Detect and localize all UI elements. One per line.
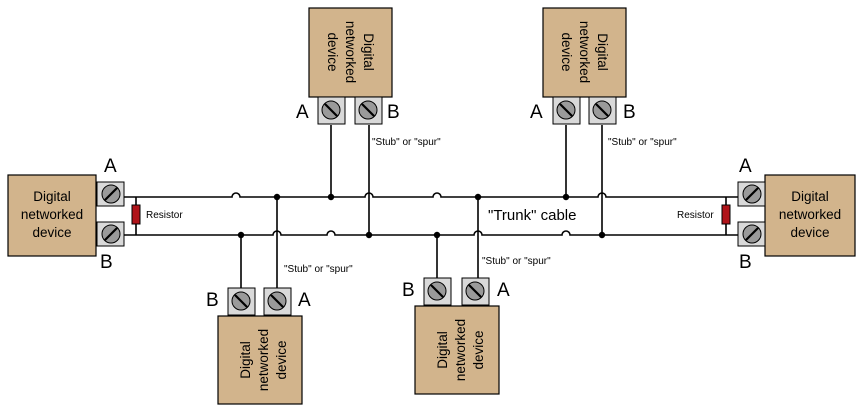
terminal-a-label: A bbox=[739, 156, 752, 177]
terminal-b-label: B bbox=[387, 102, 400, 123]
terminal-a bbox=[263, 287, 292, 316]
resistor-label: Resistor bbox=[677, 210, 714, 221]
svg-text:networked: networked bbox=[453, 319, 468, 381]
svg-text:Digital: Digital bbox=[595, 33, 610, 71]
terminal-b-label: B bbox=[206, 290, 219, 311]
svg-text:device: device bbox=[32, 225, 71, 240]
terminal-a-label: A bbox=[298, 290, 311, 311]
svg-text:networked: networked bbox=[21, 207, 83, 222]
svg-text:device: device bbox=[471, 330, 486, 369]
svg-text:Digital: Digital bbox=[33, 189, 71, 204]
svg-text:device: device bbox=[325, 32, 340, 71]
stub-label: "Stub" or "spur" bbox=[372, 137, 441, 148]
trunk-conductor-a bbox=[124, 192, 739, 198]
terminal-b-label: B bbox=[402, 280, 415, 301]
svg-text:networked: networked bbox=[343, 21, 358, 83]
svg-text:device: device bbox=[790, 225, 829, 240]
resistor-label: Resistor bbox=[146, 210, 183, 221]
stub-label: "Stub" or "spur" bbox=[608, 137, 677, 148]
resistor-icon bbox=[721, 204, 731, 225]
stub-label: "Stub" or "spur" bbox=[284, 264, 353, 275]
terminal-b bbox=[354, 96, 383, 125]
resistor-icon bbox=[131, 204, 141, 225]
svg-text:Digital: Digital bbox=[791, 189, 829, 204]
right-resistor: Resistor bbox=[677, 197, 731, 235]
device-top-left: Digital networked device A B "Stub" or "… bbox=[296, 7, 441, 148]
terminal-a bbox=[461, 277, 490, 306]
svg-text:networked: networked bbox=[577, 21, 592, 83]
terminal-b bbox=[737, 221, 766, 247]
terminal-b-label: B bbox=[739, 252, 752, 273]
terminal-a-label: A bbox=[104, 156, 117, 177]
terminal-a bbox=[552, 96, 581, 125]
terminal-a-label: A bbox=[497, 280, 510, 301]
stub-label: "Stub" or "spur" bbox=[482, 256, 551, 267]
terminal-b-label: B bbox=[623, 102, 636, 123]
svg-text:Digital: Digital bbox=[435, 331, 450, 369]
svg-text:device: device bbox=[274, 340, 289, 379]
svg-text:Digital: Digital bbox=[238, 341, 253, 379]
svg-text:Digital: Digital bbox=[361, 33, 376, 71]
terminal-b bbox=[423, 277, 452, 306]
terminal-b bbox=[96, 221, 125, 247]
trunk-conductor-b bbox=[124, 230, 739, 236]
device-right: Digital networked device A B bbox=[737, 156, 856, 273]
terminal-b-label: B bbox=[100, 252, 113, 273]
device-top-right: Digital networked device A B "Stub" or "… bbox=[530, 7, 677, 148]
left-resistor: Resistor bbox=[131, 197, 183, 235]
terminal-a bbox=[737, 181, 766, 207]
trunk-cable bbox=[124, 192, 739, 236]
terminal-a-label: A bbox=[530, 102, 543, 123]
junction-dots bbox=[237, 193, 606, 239]
trunk-cable-label: "Trunk" cable bbox=[488, 207, 576, 224]
device-bottom-left: Digital networked device B A "Stub" or "… bbox=[206, 264, 353, 405]
device-bottom-middle: Digital networked device B A "Stub" or "… bbox=[402, 256, 551, 395]
terminal-a-label: A bbox=[296, 102, 309, 123]
terminal-b bbox=[227, 287, 256, 316]
svg-text:networked: networked bbox=[256, 329, 271, 391]
terminal-a bbox=[317, 96, 346, 125]
stub-wires bbox=[240, 125, 603, 288]
terminal-b bbox=[588, 96, 617, 125]
device-left: Digital networked device A B bbox=[7, 156, 125, 273]
svg-text:device: device bbox=[559, 32, 574, 71]
terminal-a bbox=[96, 181, 125, 207]
svg-text:networked: networked bbox=[779, 207, 841, 222]
